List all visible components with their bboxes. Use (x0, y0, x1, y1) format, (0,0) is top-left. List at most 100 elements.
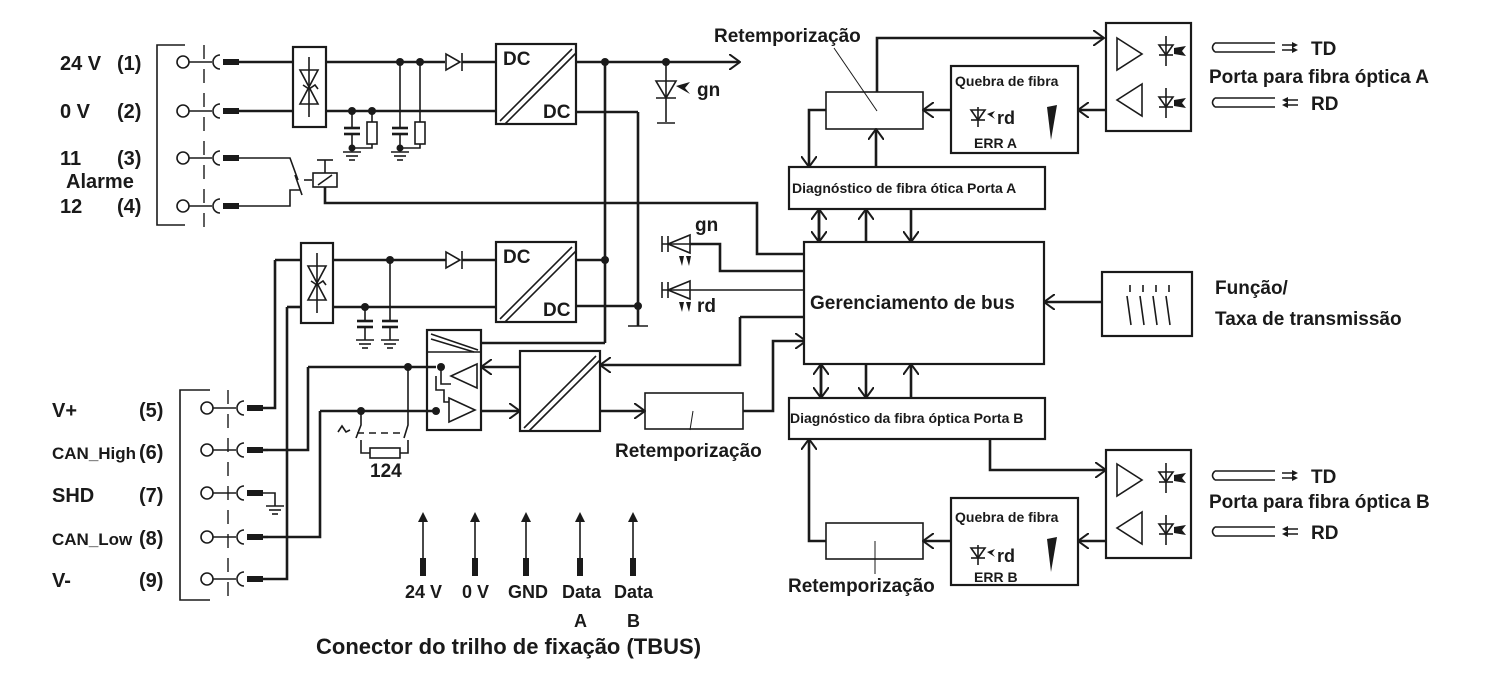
fiber-a-td-label: TD (1311, 39, 1336, 60)
signal-strength-b-icon (1047, 537, 1057, 572)
connector-5 (200, 400, 263, 416)
dc-dc-converter-1: DC DC (494, 42, 578, 126)
filter-capacitor-2 (391, 62, 409, 161)
connector-6 (200, 442, 263, 458)
tbus-pin-label-1: 24 V (405, 582, 442, 602)
alarm-relay (239, 157, 806, 256)
bus-led-red-label: rd (697, 296, 716, 317)
tbus-pin-sublabel-4: A (574, 611, 587, 631)
connector-9 (200, 571, 263, 587)
terminal-name-4: 12 (60, 196, 82, 218)
dc-dc-converter-2: DC DC (494, 240, 578, 324)
retiming-block-b (825, 522, 924, 574)
terminal-name-9: V- (52, 570, 71, 592)
diagnostics-a-label: Diagnóstico de fibra ótica Porta A (792, 180, 1016, 196)
tbus-pin-label-3: GND (508, 582, 548, 602)
diagnostics-b-block: Diagnóstico da fibra óptica Porta B (787, 396, 1047, 441)
filter-resistor-1 (352, 111, 378, 149)
filter-capacitor-3 (356, 307, 374, 349)
diode-1 (445, 52, 463, 72)
fiber-a-rd-label: RD (1311, 94, 1338, 115)
connector-4 (176, 198, 239, 214)
fiber-break-b-title: Quebra de fibra (955, 509, 1059, 525)
tx-led-b-icon (1157, 463, 1186, 493)
tbus-pin-sublabel-5: B (627, 611, 640, 631)
dip-switch-label-2: Taxa de transmissão (1215, 309, 1402, 330)
terminal-pin-6: (6) (139, 442, 163, 464)
fiber-break-b-block: Quebra de fibra rd ERR B (949, 496, 1080, 587)
bus-management-label: Gerenciamento de bus (810, 293, 1015, 314)
terminal-pin-4: (4) (117, 196, 141, 218)
connector-1 (176, 54, 239, 70)
signal-strength-a-icon (1047, 105, 1057, 140)
termination-resistor-label: 124 (370, 461, 402, 482)
retiming-block-middle (644, 392, 744, 431)
connector-2 (176, 103, 239, 119)
alarm-label: Alarme (66, 171, 134, 193)
tbus-pin-24v (418, 512, 428, 576)
dip-switch-icon (1126, 285, 1171, 326)
terminal-pin-5: (5) (139, 400, 163, 422)
dc-output-label-2: DC (543, 300, 571, 321)
fiber-break-a-block: Quebra de fibra rd ERR A (949, 64, 1080, 155)
terminal-pin-9: (9) (139, 570, 163, 592)
retiming-block-a (825, 47, 924, 130)
terminal-block-bus (179, 389, 229, 601)
tbus-connector (418, 512, 638, 576)
optical-transceiver-b (1104, 448, 1193, 560)
fiber-b-td-label: TD (1311, 467, 1336, 488)
fiber-break-a-err: ERR A (974, 135, 1017, 151)
tbus-pin-data-b (628, 512, 638, 576)
filter-capacitor-1 (343, 111, 361, 161)
fiber-break-b-led-label: rd (997, 546, 1015, 566)
terminal-name-1: 24 V (60, 53, 102, 75)
dc-input-label-1: DC (503, 49, 531, 70)
connector-3 (176, 150, 239, 166)
can-transceiver (425, 328, 483, 432)
fiber-port-a-label: Porta para fibra óptica A (1209, 67, 1429, 88)
fiber-break-a-led-icon (969, 107, 995, 127)
termination-resistor (369, 447, 401, 459)
fiber-break-a-led-label: rd (997, 108, 1015, 128)
diagnostics-b-label: Diagnóstico da fibra óptica Porta B (790, 410, 1023, 426)
fiber-b-rd-label: RD (1311, 523, 1338, 544)
termination-switch (337, 367, 409, 454)
rx-led-b-icon (1157, 515, 1186, 545)
fiber-cable-rd-b (1211, 526, 1298, 537)
bus-led-green-icon (661, 233, 691, 266)
terminal-name-5: V+ (52, 400, 77, 422)
terminal-pin-1: (1) (117, 53, 141, 75)
fiber-cable-td-a (1211, 42, 1298, 53)
tbus-pin-label-2: 0 V (462, 582, 489, 602)
surge-protection-1 (291, 45, 328, 129)
terminal-bracket (156, 44, 185, 226)
terminal-pin-3: (3) (117, 148, 141, 170)
tx-led-a-icon (1157, 36, 1186, 66)
dip-switch-label-1: Função/ (1215, 278, 1289, 299)
surge-protection-2 (299, 241, 335, 325)
terminal-name-7: SHD (52, 485, 94, 507)
terminal-pin-8: (8) (139, 528, 163, 550)
fiber-break-b-led-icon (969, 545, 995, 565)
power-led-icon (654, 62, 690, 124)
power-led-label: gn (697, 80, 720, 101)
diode-2 (445, 250, 463, 270)
bus-led-red-icon (661, 279, 806, 312)
tbus-pin-gnd (521, 512, 531, 576)
tbus-pin-0v (470, 512, 480, 576)
terminal-name-3: 11 (60, 148, 81, 170)
galvanic-isolator (518, 349, 602, 433)
fiber-break-b-err: ERR B (974, 569, 1018, 585)
tbus-pin-label-4: Data (562, 582, 602, 602)
tbus-title: Conector do trilho de fixação (TBUS) (316, 634, 701, 659)
fiber-break-a-title: Quebra de fibra (955, 73, 1059, 89)
diagnostics-a-block: Diagnóstico de fibra ótica Porta A (787, 165, 1047, 211)
retiming-label-b: Retemporização (788, 576, 935, 597)
terminal-name-8: CAN_Low (52, 530, 133, 549)
fiber-port-b-label: Porta para fibra óptica B (1209, 492, 1430, 513)
dc-output-label-1: DC (543, 102, 571, 123)
tbus-pin-data-a (575, 512, 585, 576)
fiber-cable-rd-a (1211, 97, 1298, 108)
optical-transceiver-a (1104, 21, 1193, 133)
